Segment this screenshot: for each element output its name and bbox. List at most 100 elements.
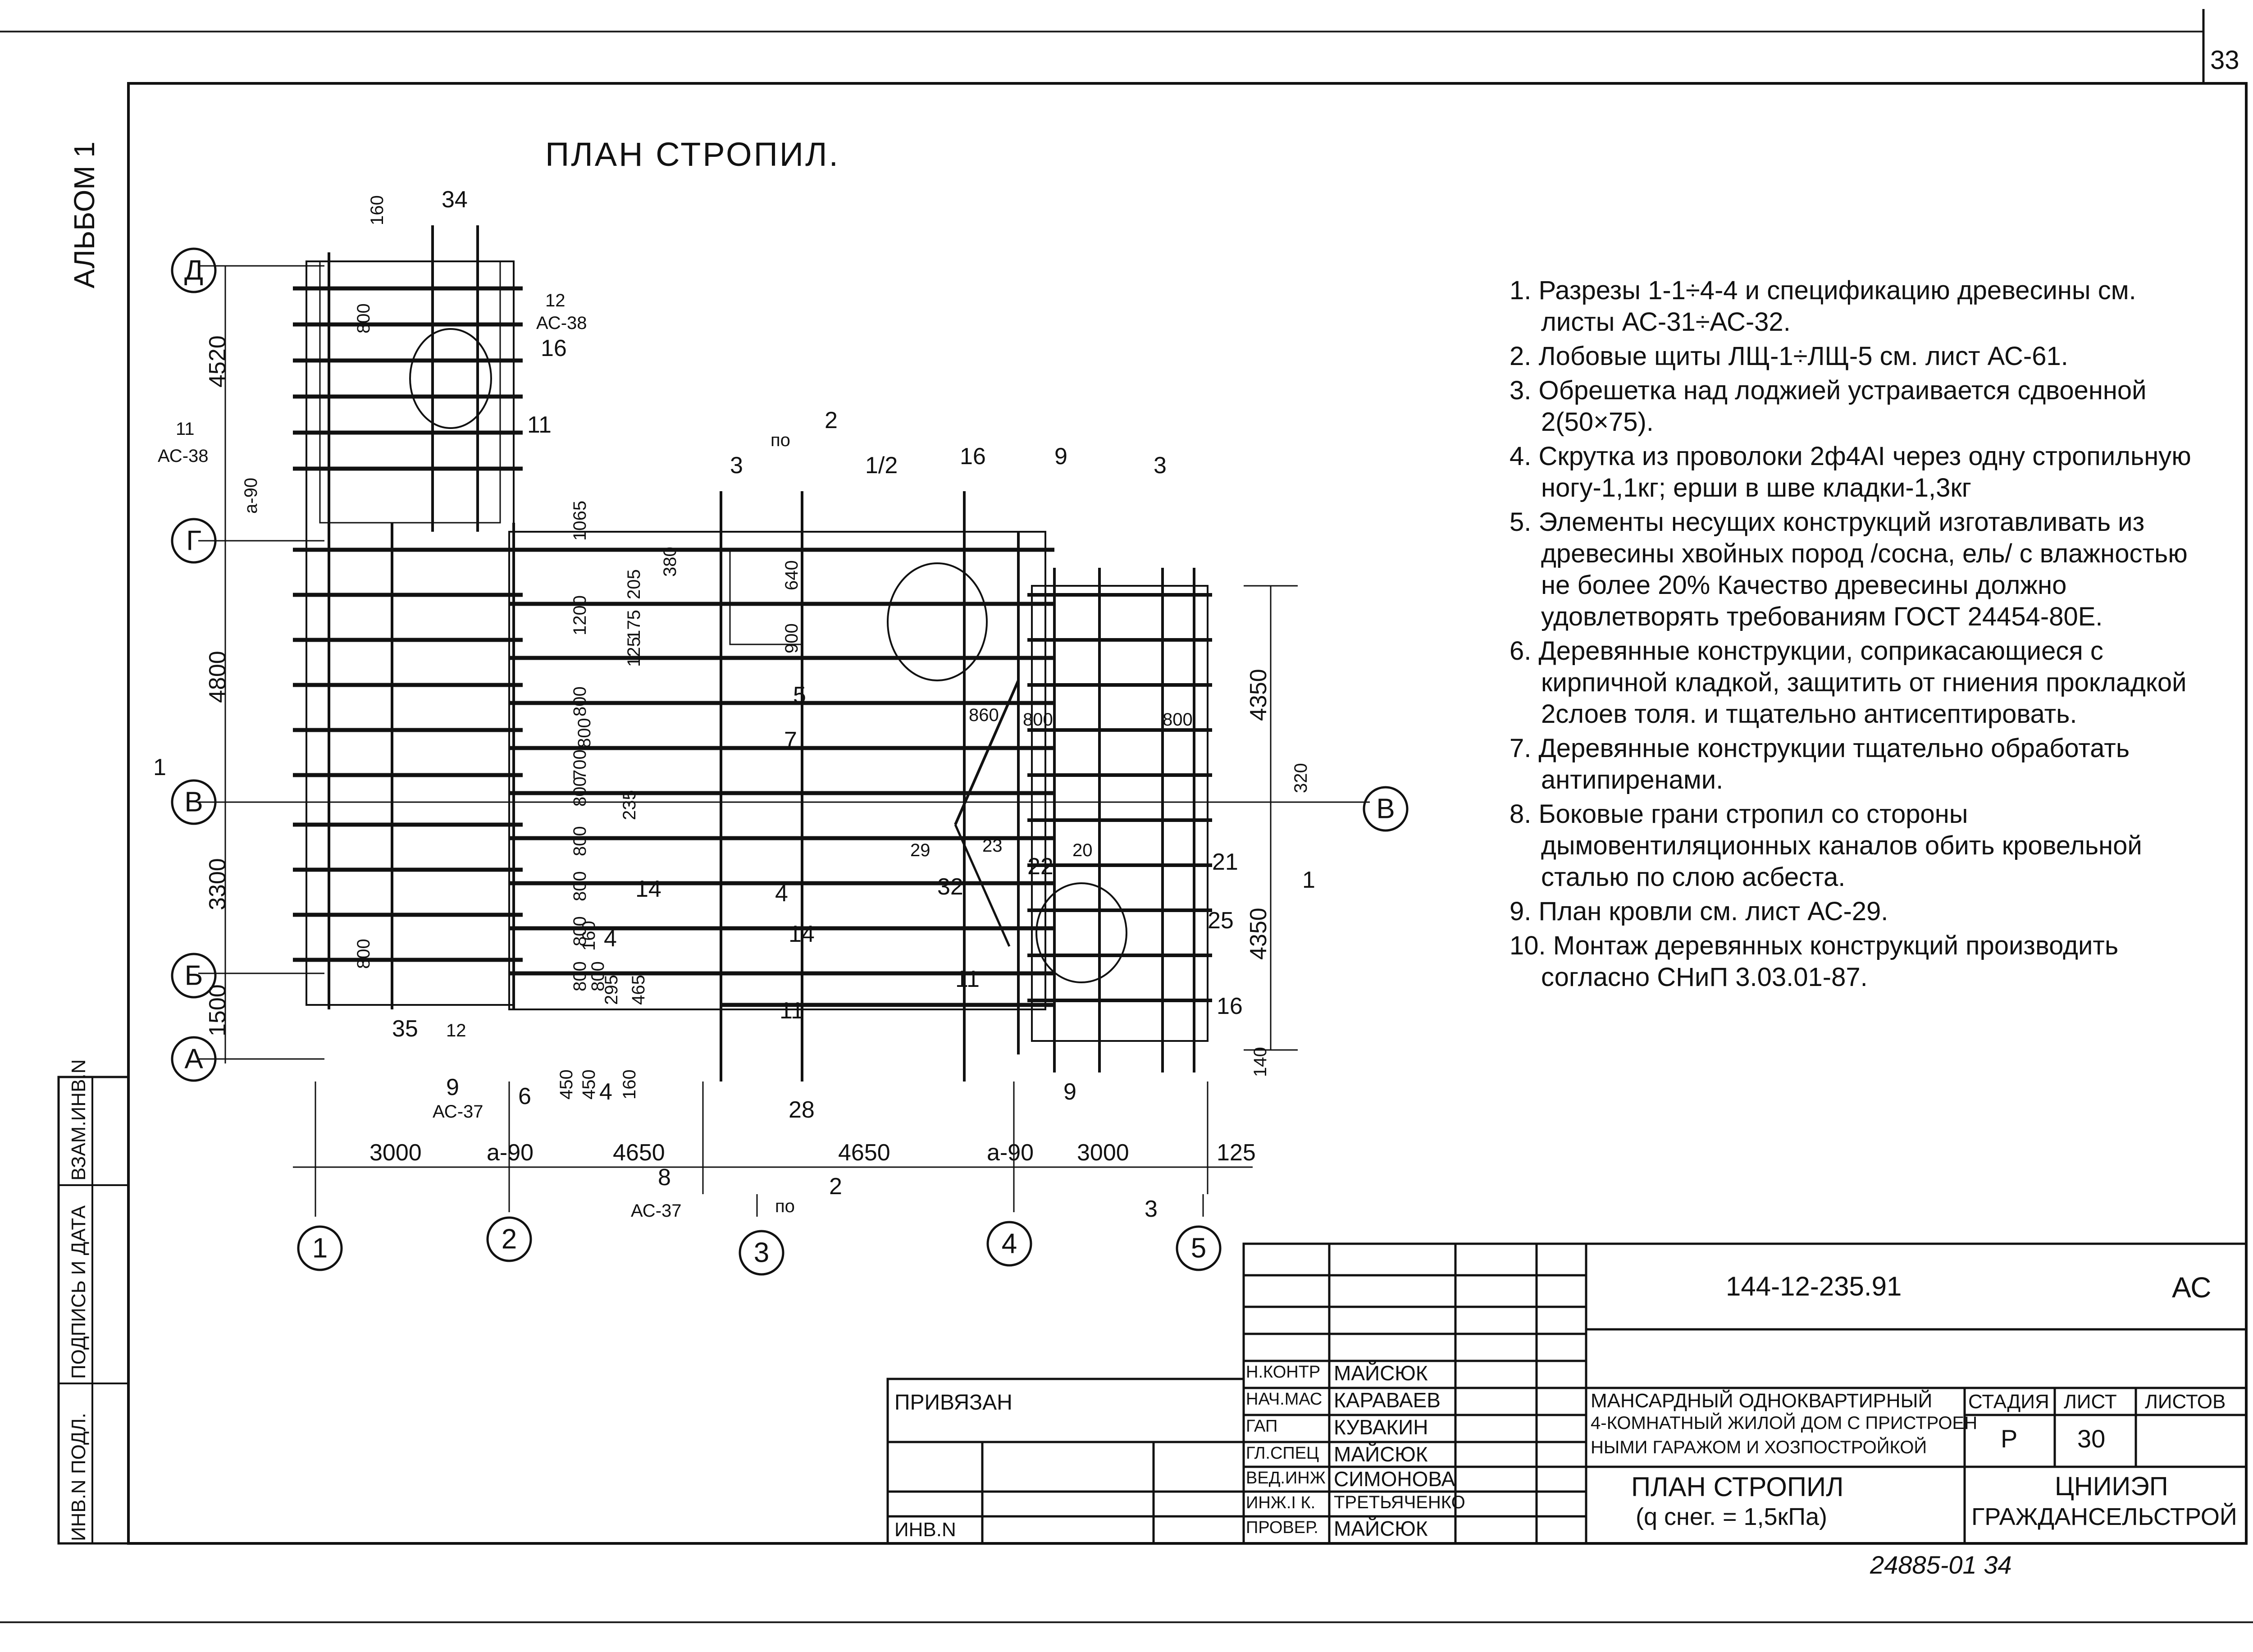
stamp-podpis: ПОДПИСЬ И ДАТА <box>68 1205 90 1379</box>
axis-label-V: В <box>184 787 203 818</box>
sheets-label: ЛИСТОВ <box>2145 1391 2226 1413</box>
stamp-inv-podl: ИНВ.N ПОДЛ. <box>68 1413 90 1541</box>
dim-bottom: 125 <box>1217 1140 1256 1166</box>
sig-role: ГАП <box>1246 1417 1278 1436</box>
dim-right: 320 <box>1291 763 1311 793</box>
central-opening <box>729 549 803 645</box>
note-item: 9. План кровли см. лист АС-29. <box>1510 897 1888 926</box>
right-wing-outline <box>1031 585 1209 1042</box>
callout-mark: 14 <box>789 921 815 947</box>
sig-role: Н.КОНТР <box>1246 1363 1321 1382</box>
axis-label-1: 1 <box>312 1233 328 1264</box>
sig-name: МАЙСЮК <box>1334 1361 1428 1385</box>
axis-label-B: Б <box>185 960 203 991</box>
callout-ref: АС-38 <box>536 313 587 333</box>
note-item: 5. Элементы несущих конструкций изготавл… <box>1510 507 2188 631</box>
stage-value: Р <box>2001 1424 2018 1453</box>
callout-mark: 800 <box>1163 710 1193 730</box>
sig-name: МАЙСЮК <box>1334 1517 1428 1540</box>
dim-bottom: 3000 <box>1077 1140 1129 1166</box>
stage-label: СТАДИЯ <box>1968 1391 2049 1413</box>
axis-label-3: 3 <box>754 1237 769 1269</box>
chimney-opening <box>409 328 492 429</box>
bottom-code: 24885-01 34 <box>1870 1551 2012 1579</box>
inner-dim: 800 <box>588 961 608 991</box>
inner-dim: 450 <box>579 1069 599 1100</box>
project-line: МАНСАРДНЫЙ ОДНОКВАРТИРНЫЙ <box>1591 1390 1933 1412</box>
inner-dim: 800 <box>570 776 590 807</box>
callout-mark: a-90 <box>241 478 261 514</box>
dim-right: 4350 <box>1245 669 1272 721</box>
section-prefix: по <box>775 1196 795 1216</box>
section-mark-1: 1 <box>1302 867 1315 893</box>
inner-dim: 800 <box>570 871 590 901</box>
callout-mark: 14 <box>635 876 661 902</box>
callout-ref: АС-37 <box>631 1201 682 1221</box>
axis-label-2: 2 <box>502 1224 517 1255</box>
sheet-number: 33 <box>2210 46 2239 75</box>
inner-dim: 1065 <box>570 501 590 541</box>
sig-role: ПРОВЕР. <box>1246 1518 1318 1537</box>
project-line: 4-КОМНАТНЫЙ ЖИЛОЙ ДОМ С ПРИСТРОЕН <box>1591 1413 1978 1433</box>
callout-mark: 28 <box>789 1097 815 1123</box>
note-item: 10. Монтаж деревянных конструкций произв… <box>1510 931 2119 992</box>
axis-label-D: Д <box>184 255 203 286</box>
central-beams <box>512 491 1020 1082</box>
sheet-label: ЛИСТ <box>2064 1391 2117 1413</box>
callouts: 34 12 АС-38 16 11 АС-38 11 a-90 3 1/2 16… <box>158 187 1243 1221</box>
dim-left: 4800 <box>205 651 231 703</box>
titleblock-grid <box>886 1242 2248 1545</box>
callout-mark: 35 <box>392 1016 418 1042</box>
doc-code: 144-12-235.91 <box>1726 1271 1902 1301</box>
dim-left: 3300 <box>205 858 231 910</box>
axis-circles <box>171 247 1409 1276</box>
axis-leaders <box>315 1194 1204 1217</box>
note-item: 7. Деревянные конструкции тщательно обра… <box>1510 734 2130 794</box>
section-mark-3: 3 <box>1145 1196 1158 1222</box>
inv-label: ИНВ.N <box>894 1519 956 1541</box>
section-mark-4: 4 <box>599 1079 612 1105</box>
doc-mark: АС <box>2172 1271 2212 1304</box>
callout-mark: 4 <box>775 881 788 907</box>
inner-dim: 295 <box>602 975 621 1005</box>
inner-dim: 160 <box>579 921 599 951</box>
left-stamp-frame <box>57 1076 130 1545</box>
inner-dim: 160 <box>620 1069 639 1100</box>
axis-label-5: 5 <box>1191 1233 1206 1264</box>
callout-mark: 22 <box>1027 853 1054 880</box>
inner-dim: 800 <box>575 718 594 748</box>
callout-mark: 12 <box>446 1021 466 1040</box>
inner-dim: 1200 <box>570 595 590 635</box>
sig-name: СИМОНОВА <box>1334 1467 1455 1491</box>
dim-bottom: 4650 <box>838 1140 890 1166</box>
callout-mark: 25 <box>1208 908 1234 934</box>
section-prefix: по <box>771 430 790 450</box>
callout-mark: 8 <box>658 1164 671 1191</box>
callout-mark: 11 <box>955 966 980 992</box>
inner-dim: 465 <box>629 975 648 1005</box>
callout-mark: 9 <box>446 1074 459 1100</box>
diagonal-brace <box>954 680 1020 826</box>
sig-name: МАЙСЮК <box>1334 1442 1428 1466</box>
callout-mark: 860 <box>969 705 999 725</box>
dim-right: 140 <box>1250 1047 1270 1077</box>
upper-bay <box>319 260 501 524</box>
rafter-plan <box>171 225 1409 1276</box>
callout-mark: 16 <box>1217 993 1243 1019</box>
section-mark-4: 4 <box>604 926 617 952</box>
sheet-value: 30 <box>2077 1424 2106 1453</box>
callout-mark: 9 <box>1063 1079 1076 1105</box>
callout-mark: 16 <box>960 443 986 470</box>
org-name: ГРАЖДАНСЕЛЬСТРОЙ <box>1971 1503 2237 1530</box>
inner-dim: 205 <box>624 569 644 599</box>
dim-bottom: a-90 <box>987 1140 1034 1166</box>
inner-dim: 800 <box>570 916 590 946</box>
inner-dim: 700 <box>570 749 590 780</box>
callout-mark: 16 <box>541 335 567 361</box>
chimney-opening <box>1035 882 1127 983</box>
inner-dim: 800 <box>354 939 374 969</box>
privyazan-label: ПРИВЯЗАН <box>894 1391 1012 1415</box>
sig-role: НАЧ.МАС <box>1246 1390 1323 1409</box>
sig-role: ВЕД.ИНЖ <box>1246 1469 1326 1488</box>
notes-list: 1. Разрезы 1-1÷4-4 и спецификацию древес… <box>1510 275 2212 996</box>
